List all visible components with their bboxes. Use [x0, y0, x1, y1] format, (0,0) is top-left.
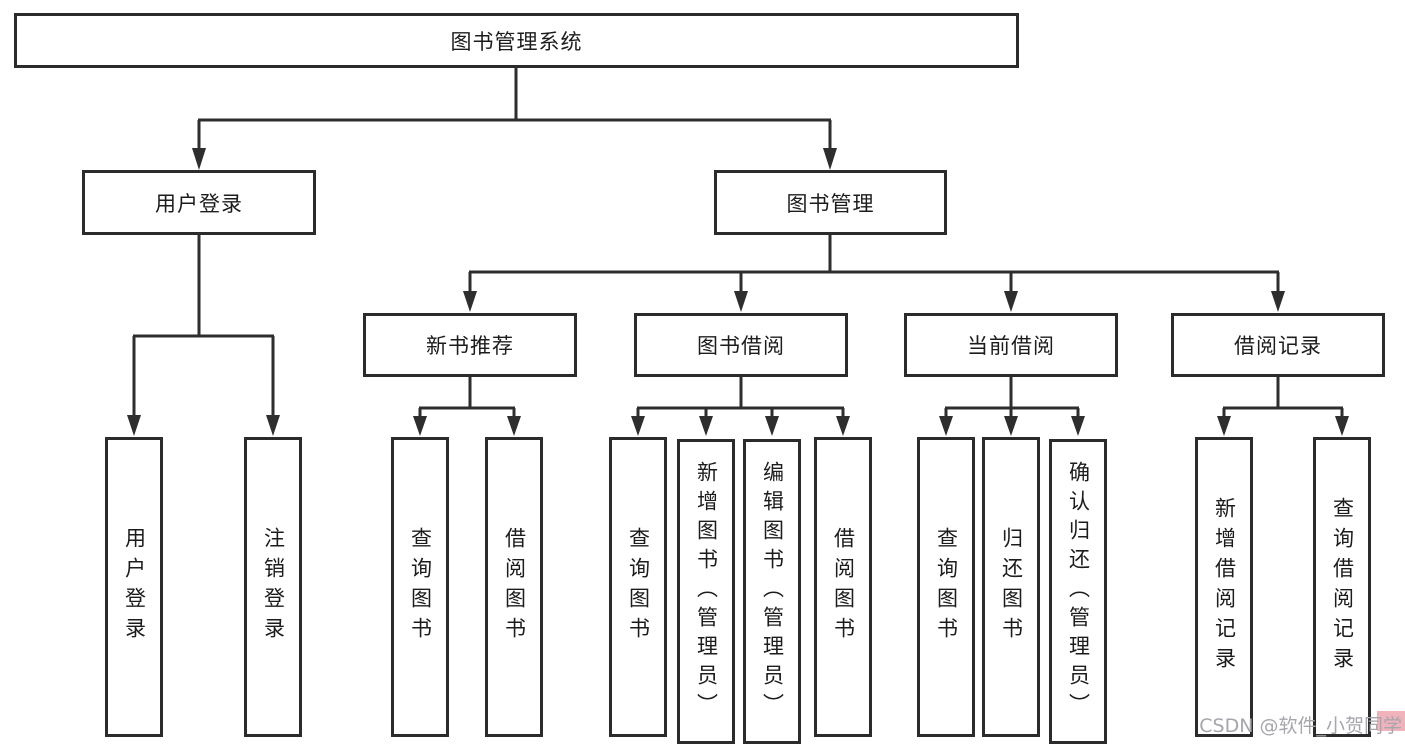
leaf-borrow-books-label: 借阅图书: [831, 527, 856, 647]
node-new-book-recommend: 新书推荐: [363, 313, 577, 377]
node-user-login-label: 用户登录: [155, 191, 243, 216]
leaf-edit-books-admin-label: 编辑图书（管理员）: [760, 461, 785, 722]
leaf-logout-label: 注销登录: [261, 527, 286, 647]
leaf-recommend-borrow-books: 借阅图书: [485, 437, 543, 737]
leaf-add-books-admin-label: 新增图书（管理员）: [694, 461, 719, 722]
node-root-label: 图书管理系统: [450, 29, 583, 54]
leaf-recommend-query-books-label: 查询图书: [408, 527, 433, 647]
leaf-recommend-borrow-books-label: 借阅图书: [502, 527, 527, 647]
node-root-system: 图书管理系统: [14, 13, 1019, 68]
leaf-current-query-books: 查询图书: [917, 437, 975, 737]
node-new-book-recommend-label: 新书推荐: [426, 334, 514, 358]
leaf-confirm-return-admin: 确认归还（管理员）: [1049, 439, 1107, 744]
leaf-add-books-admin: 新增图书（管理员）: [677, 439, 735, 744]
node-borrowing-records: 借阅记录: [1171, 313, 1385, 377]
node-book-management-label: 图书管理: [786, 191, 875, 216]
leaf-add-borrow-record: 新增借阅记录: [1195, 437, 1253, 737]
node-book-borrowing-label: 图书借阅: [697, 334, 785, 358]
leaf-return-books: 归还图书: [982, 437, 1040, 737]
leaf-user-login: 用户登录: [105, 437, 163, 737]
csdn-watermark: CSDN @软件_小贺同学: [1199, 715, 1402, 737]
node-current-borrowing-label: 当前借阅: [967, 334, 1055, 358]
node-current-borrowing: 当前借阅: [904, 313, 1118, 377]
leaf-query-borrow-record-label: 查询借阅记录: [1330, 497, 1355, 677]
leaf-query-borrow-record: 查询借阅记录: [1313, 437, 1371, 737]
watermark-highlight: [1377, 711, 1405, 731]
leaf-borrow-query-books-label: 查询图书: [626, 527, 651, 647]
leaf-current-query-books-label: 查询图书: [934, 527, 959, 647]
node-book-borrowing: 图书借阅: [634, 313, 848, 377]
leaf-add-borrow-record-label: 新增借阅记录: [1212, 497, 1237, 677]
leaf-confirm-return-admin-label: 确认归还（管理员）: [1066, 461, 1091, 722]
leaf-borrow-query-books: 查询图书: [609, 437, 667, 737]
leaf-edit-books-admin: 编辑图书（管理员）: [743, 439, 801, 744]
leaf-return-books-label: 归还图书: [999, 527, 1024, 647]
leaf-borrow-books: 借阅图书: [814, 437, 872, 737]
leaf-user-login-label: 用户登录: [122, 527, 147, 647]
leaf-logout: 注销登录: [244, 437, 302, 737]
leaf-recommend-query-books: 查询图书: [391, 437, 449, 737]
node-book-management-branch: 图书管理: [714, 170, 947, 235]
node-user-login-branch: 用户登录: [82, 170, 316, 235]
node-borrowing-records-label: 借阅记录: [1234, 334, 1322, 358]
